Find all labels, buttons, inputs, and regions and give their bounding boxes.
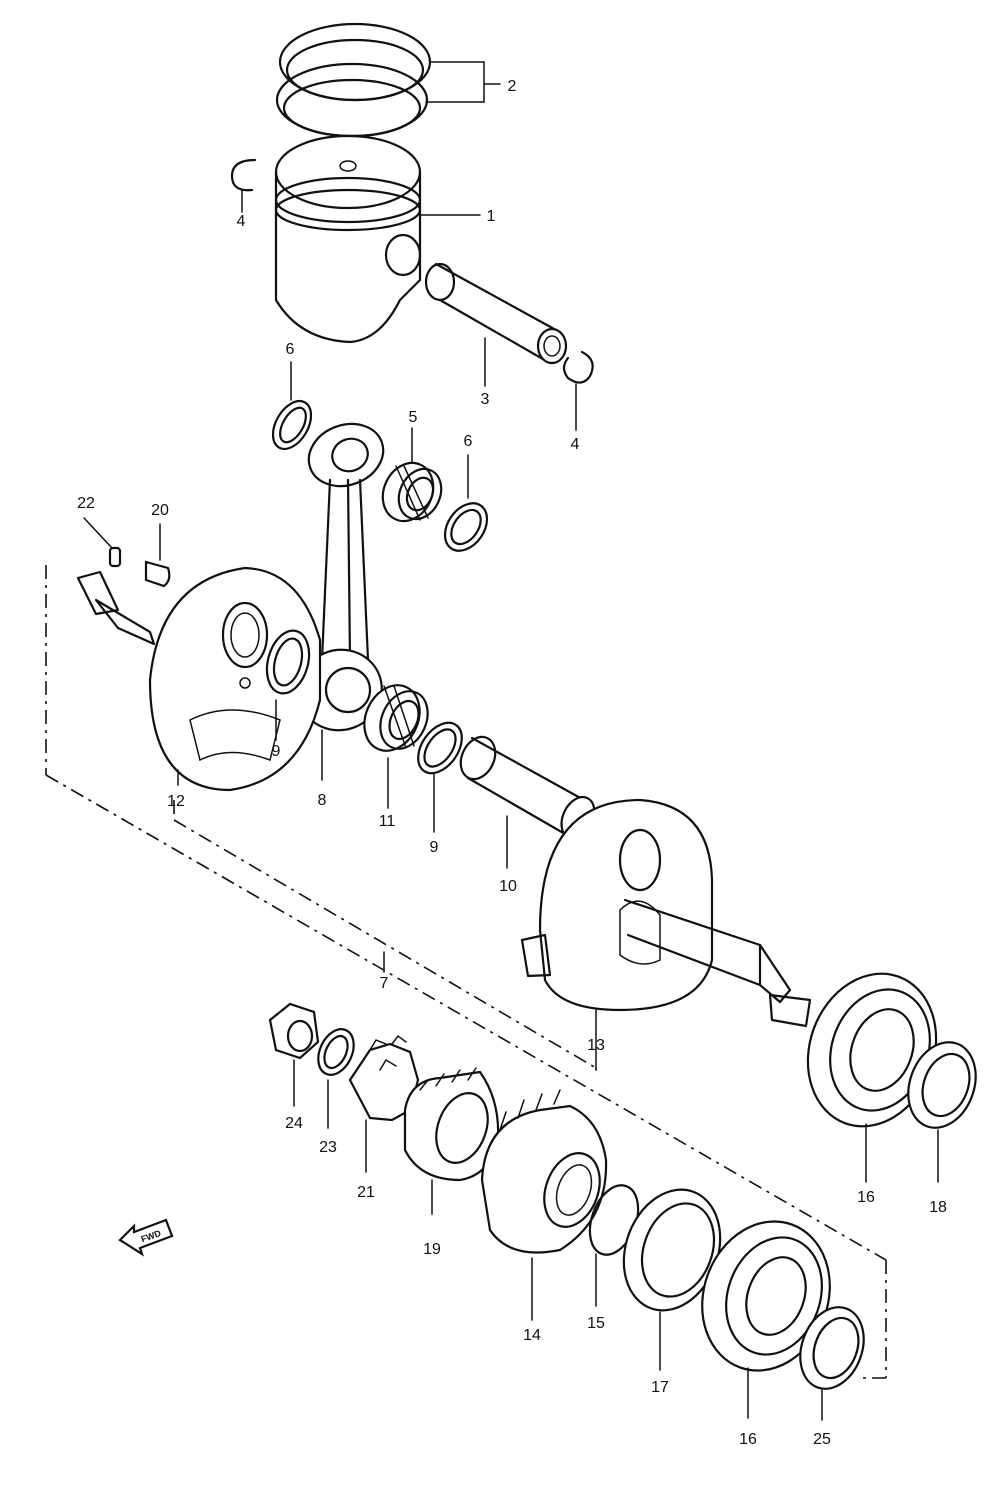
crank-pin-22 <box>83 517 122 568</box>
main-bearing-right <box>806 972 938 1183</box>
callout-22: 22 <box>77 495 95 512</box>
thrust-washer-small-end <box>443 454 489 552</box>
forward-direction-arrow-icon: FWD <box>118 1218 174 1257</box>
piston-pin <box>424 262 568 387</box>
callout-19: 19 <box>423 1241 441 1258</box>
callout-20: 20 <box>151 502 169 519</box>
woodruff-key-20 <box>144 523 171 588</box>
crank-wheel-left <box>76 566 322 792</box>
thrust-washer-upper <box>271 361 313 450</box>
callout-18: 18 <box>929 1199 947 1216</box>
callout-4: 4 <box>571 436 580 453</box>
callout-9: 9 <box>430 839 439 856</box>
callout-24: 24 <box>285 1115 303 1132</box>
callout-2: 2 <box>508 78 517 95</box>
callout-25: 25 <box>813 1431 831 1448</box>
callout-4: 4 <box>237 213 246 230</box>
callout-5: 5 <box>409 409 418 426</box>
callout-12: 12 <box>167 793 185 810</box>
oil-seal-left <box>799 1306 865 1421</box>
callout-15: 15 <box>587 1315 605 1332</box>
circlip-left <box>230 158 257 213</box>
callout-13: 13 <box>587 1037 605 1054</box>
callout-14: 14 <box>523 1327 541 1344</box>
bearing-17 <box>622 1188 722 1371</box>
thrust-washer-left <box>265 629 311 741</box>
callout-3: 3 <box>481 391 490 408</box>
primary-drive-gear <box>480 1089 608 1321</box>
callout-16: 16 <box>739 1431 757 1448</box>
needle-bearing-small-end <box>381 427 443 523</box>
callout-21: 21 <box>357 1184 375 1201</box>
callout-23: 23 <box>319 1139 337 1156</box>
piston-rings <box>275 22 501 138</box>
crank-assembly-bracket <box>45 565 887 1379</box>
callout-16: 16 <box>857 1189 875 1206</box>
callout-1: 1 <box>487 208 496 225</box>
nut <box>268 1002 320 1107</box>
callout-6: 6 <box>286 341 295 358</box>
callout-10: 10 <box>499 878 517 895</box>
crank-wheel-right <box>520 798 812 1071</box>
callout-6: 6 <box>464 433 473 450</box>
thrust-washer-right <box>417 721 463 833</box>
callout-labels: 2 1 4 3 4 6 5 6 22 20 9 12 8 11 9 10 7 1… <box>77 78 947 1448</box>
piston <box>274 134 481 344</box>
needle-bearing-big-end <box>363 684 429 809</box>
gear-19 <box>403 1067 500 1215</box>
callout-9: 9 <box>272 743 281 760</box>
callout-11: 11 <box>379 813 396 830</box>
callout-17: 17 <box>651 1379 669 1396</box>
callout-7: 7 <box>380 975 389 992</box>
washer-23 <box>317 1028 355 1129</box>
gear-21 <box>348 1034 420 1173</box>
circlip-right <box>562 350 594 431</box>
callout-8: 8 <box>318 792 327 809</box>
oil-seal-right <box>907 1041 977 1183</box>
